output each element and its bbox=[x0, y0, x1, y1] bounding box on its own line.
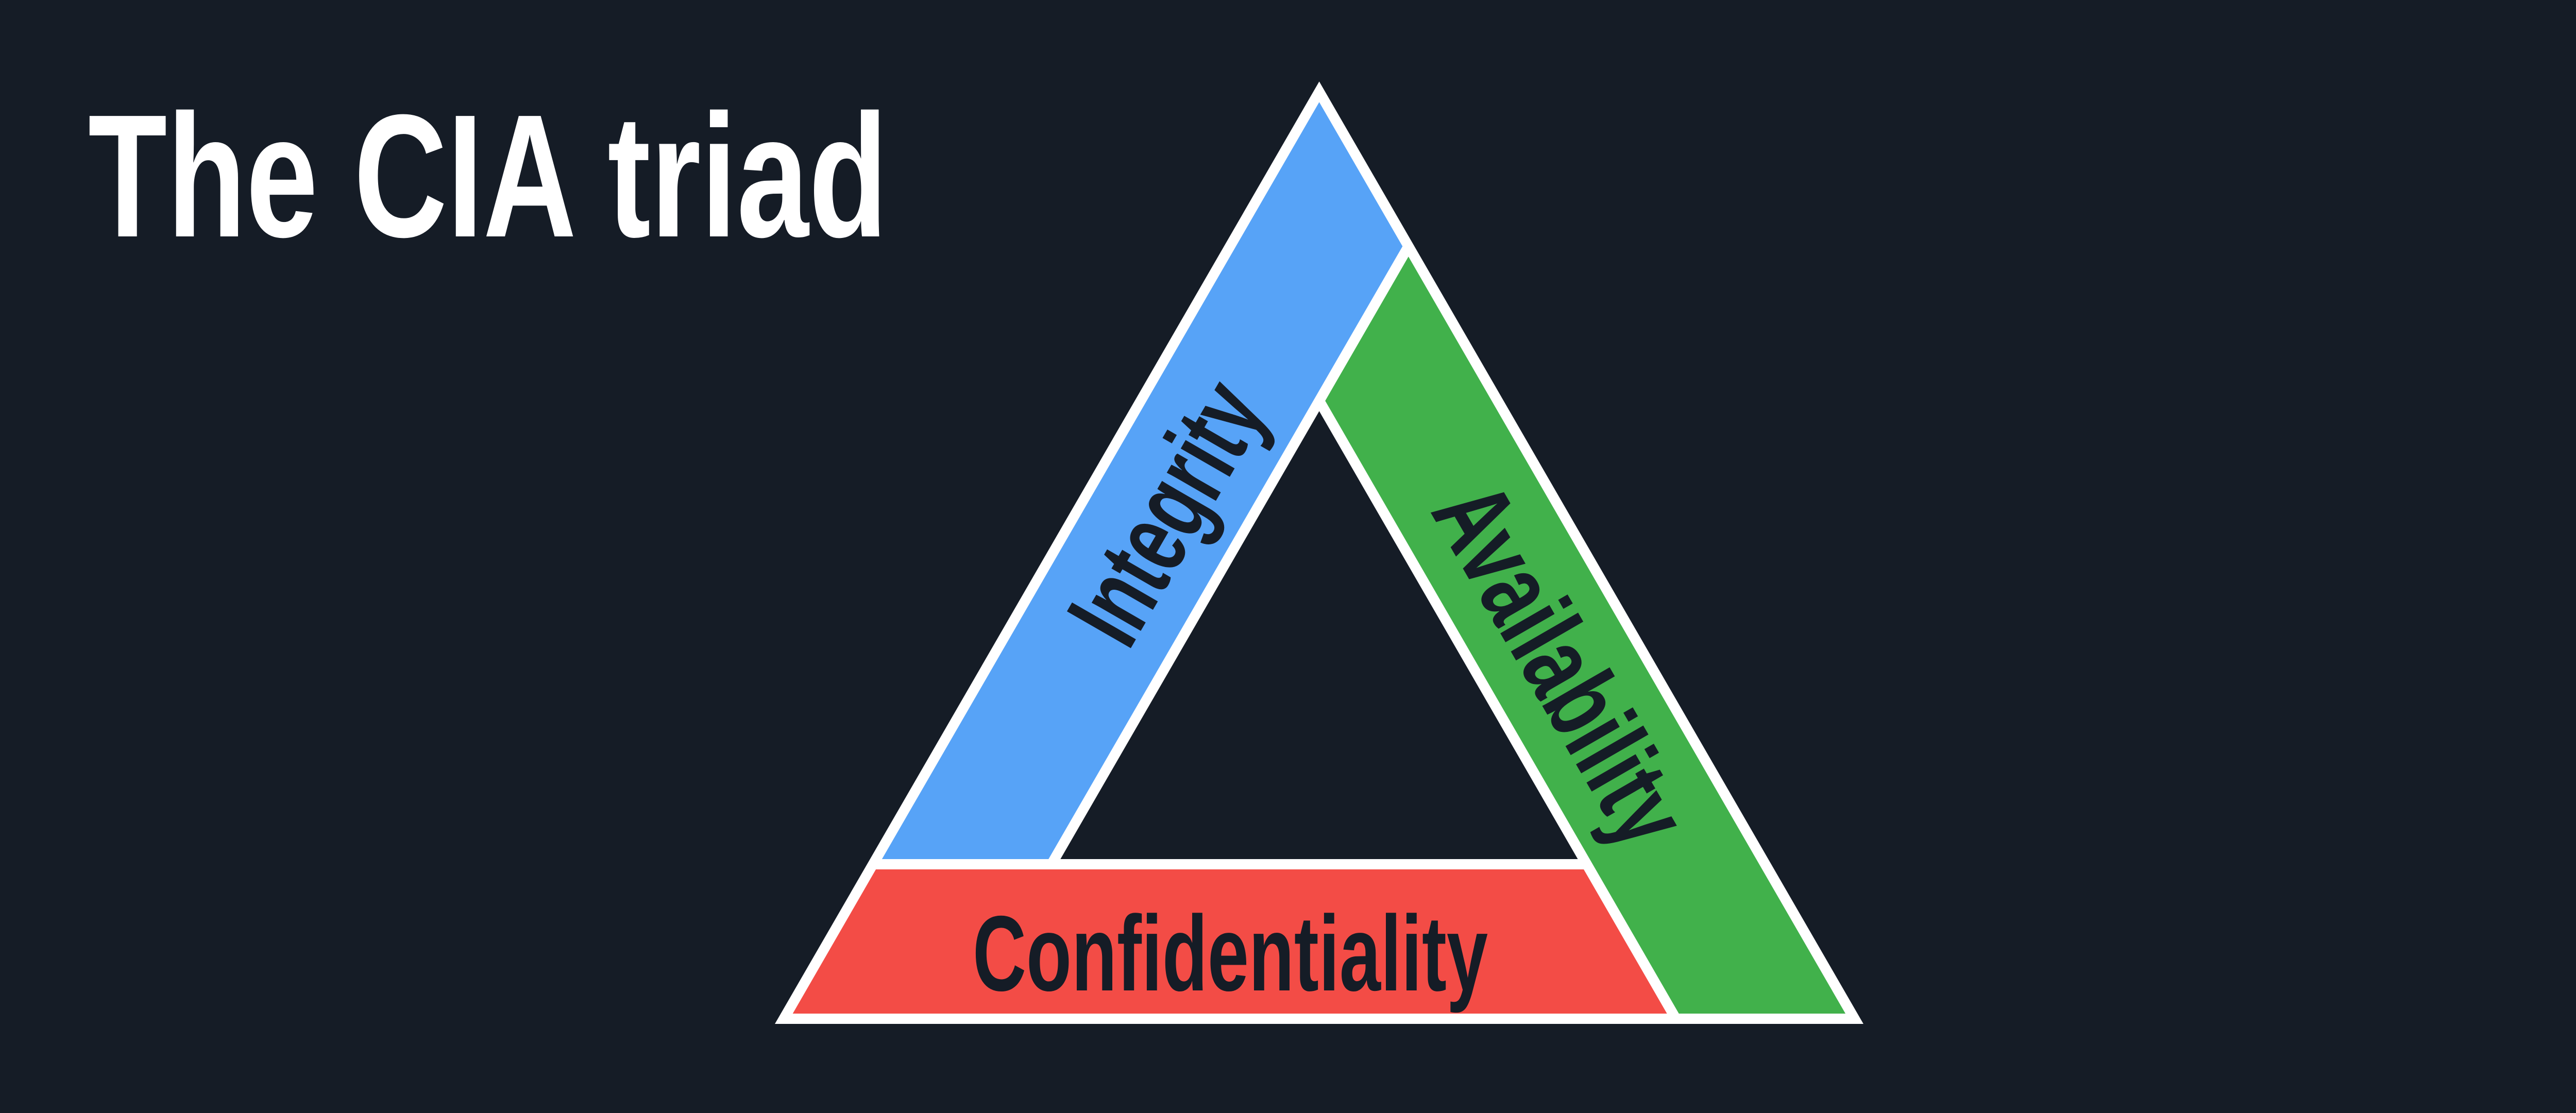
integrity-band bbox=[882, 102, 1403, 860]
availability-band bbox=[1325, 256, 1845, 1014]
triangle-inner-hole bbox=[1060, 411, 1578, 859]
confidentiality-label: Confidentiality bbox=[973, 894, 1488, 1014]
confidentiality-band bbox=[792, 869, 1667, 1014]
page-title: The CIA triad bbox=[88, 78, 888, 274]
